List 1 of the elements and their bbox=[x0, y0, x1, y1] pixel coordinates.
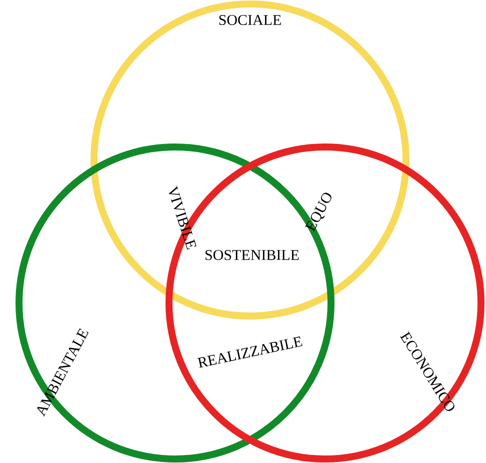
region-label: SOSTENIBILE bbox=[206, 250, 299, 260]
